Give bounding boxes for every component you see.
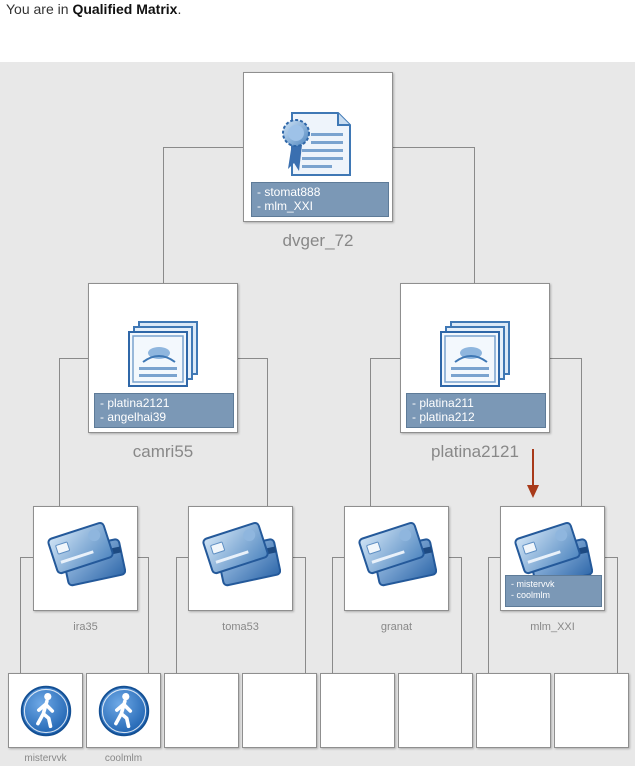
node-level3-empty[interactable]	[164, 673, 239, 748]
member: - platina2121	[100, 396, 170, 410]
node-level3-empty[interactable]	[398, 673, 473, 748]
node-level3-1[interactable]	[8, 673, 83, 748]
level1-right-members: - platina211 - platina212	[406, 393, 546, 428]
level2-4-members: - mistervvk - coolmlm	[505, 575, 602, 607]
node-level2-3[interactable]	[344, 506, 449, 611]
documents-icon	[89, 320, 237, 395]
node-level3-empty[interactable]	[476, 673, 551, 748]
node-label-level1-left[interactable]: camri55	[132, 442, 194, 461]
node-level1-left[interactable]: - platina2121 - angelhai39	[88, 283, 238, 433]
node-level2-4[interactable]: - mistervvk - coolmlm	[500, 506, 605, 611]
member: - platina212	[412, 410, 475, 425]
credit-cards-icon	[189, 519, 292, 594]
member: - mistervvk	[511, 579, 555, 589]
node-label-level3-1[interactable]: mistervvk	[24, 753, 67, 764]
member: - angelhai39	[100, 410, 167, 425]
node-label-level2-3[interactable]: granat	[380, 621, 413, 633]
documents-icon	[401, 320, 549, 395]
node-level2-2[interactable]	[188, 506, 293, 611]
node-label-level1-right[interactable]: platina2121	[431, 442, 519, 461]
node-root[interactable]: - stomat888 - mlm_XXI	[243, 72, 393, 222]
root-members: - stomat888 - mlm_XXI	[251, 182, 389, 217]
member: - coolmlm	[511, 589, 551, 600]
location-header: You are in Qualified Matrix.	[6, 1, 181, 17]
node-label-level3-2[interactable]: coolmlm	[104, 753, 143, 764]
root-member: - stomat888	[257, 185, 321, 199]
node-level2-1[interactable]	[33, 506, 138, 611]
node-level3-empty[interactable]	[554, 673, 629, 748]
root-member: - mlm_XXI	[257, 199, 314, 214]
node-label-root[interactable]: dvger_72	[282, 231, 354, 250]
level1-left-members: - platina2121 - angelhai39	[94, 393, 234, 428]
walking-person-icon	[9, 684, 82, 743]
credit-cards-icon	[345, 519, 448, 594]
node-label-level2-4[interactable]: mlm_XXI	[530, 621, 575, 633]
node-level3-empty[interactable]	[242, 673, 317, 748]
location-prefix: You are in	[6, 1, 73, 17]
walking-person-icon	[87, 684, 160, 743]
node-label-level2-2[interactable]: toma53	[222, 621, 259, 633]
current-position-arrow-icon	[527, 449, 539, 498]
node-level1-right[interactable]: - platina211 - platina212	[400, 283, 550, 433]
location-suffix: .	[177, 1, 182, 17]
member: - platina211	[412, 396, 474, 410]
certificate-icon	[244, 109, 392, 184]
node-label-level2-1[interactable]: ira35	[73, 621, 98, 633]
node-level3-2[interactable]	[86, 673, 161, 748]
matrix-name: Qualified Matrix	[72, 1, 178, 17]
credit-cards-icon	[34, 519, 137, 594]
node-level3-empty[interactable]	[320, 673, 395, 748]
